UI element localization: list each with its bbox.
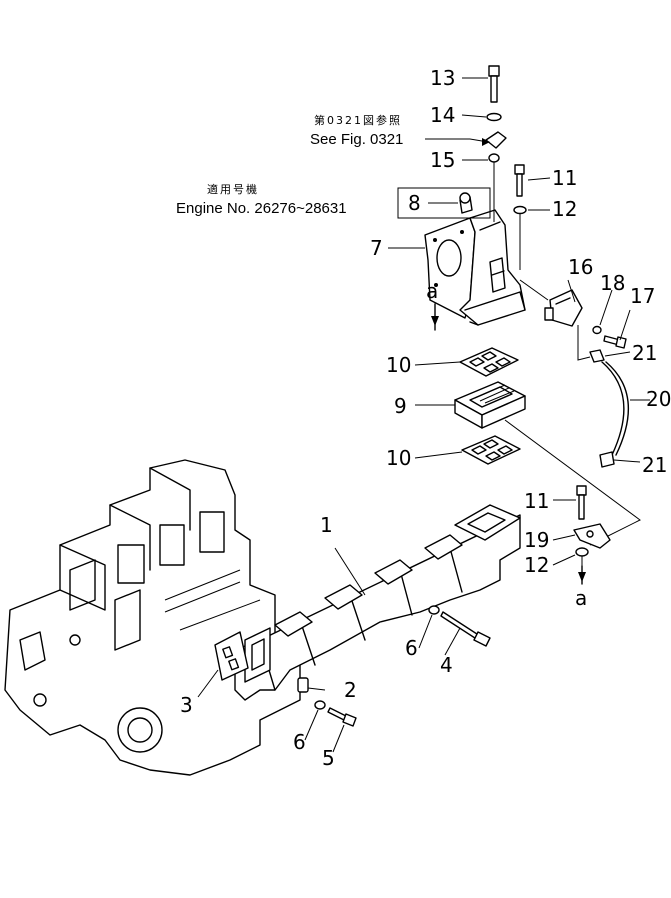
applicable-engine-note: 適用号機 Engine No. 26276~28631: [176, 182, 347, 217]
reference-note-jp: 第0321図参照: [314, 113, 402, 127]
applicable-note-jp: 適用号機: [207, 182, 259, 196]
callout-17: 17: [630, 284, 655, 308]
upper-bolt-set: [485, 65, 507, 222]
flow-arrow-a-bottom: [578, 565, 586, 585]
callout-21-bottom: 21: [642, 453, 667, 477]
gasket-upper: [459, 347, 519, 377]
callout-10-top: 10: [386, 353, 411, 377]
callout-18: 18: [600, 271, 625, 295]
reference-note-en: See Fig. 0321: [310, 131, 403, 148]
lower-bracket-set: [573, 485, 611, 570]
manifold-end-gasket: [214, 631, 249, 681]
callout-16: 16: [568, 255, 593, 279]
callout-10-bottom: 10: [386, 446, 411, 470]
callout-3: 3: [180, 693, 193, 717]
callout-1: 1: [320, 513, 333, 537]
leader-lines: [197, 77, 650, 753]
callout-9: 9: [394, 394, 407, 418]
assembly-line-a: [504, 419, 641, 546]
callout-11-bottom: 11: [524, 489, 549, 513]
spacer-block: [454, 381, 526, 429]
callout-19: 19: [524, 528, 549, 552]
callout-a-top: a: [426, 279, 438, 303]
callout-21-top: 21: [632, 341, 657, 365]
callout-2: 2: [344, 678, 357, 702]
callout-7: 7: [370, 236, 383, 260]
flow-arrow-a-top: [431, 303, 439, 331]
callout-12-bottom: 12: [524, 553, 549, 577]
exhaust-manifold: [234, 504, 521, 701]
callout-4: 4: [440, 653, 453, 677]
callout-14: 14: [430, 103, 455, 127]
callout-20: 20: [646, 387, 671, 411]
callout-6-left: 6: [293, 730, 306, 754]
upper-right-bolt: [513, 164, 527, 270]
callout-11-top: 11: [552, 166, 577, 190]
callout-8: 8: [408, 191, 421, 215]
plug-fitting: [459, 192, 473, 214]
applicable-note-en: Engine No. 26276~28631: [176, 200, 347, 217]
manifold-hardware: [297, 605, 491, 727]
engine-block-outline: [4, 459, 301, 776]
reference-note: 第0321図参照 See Fig. 0321: [310, 113, 403, 148]
callout-6-right: 6: [405, 636, 418, 660]
callout-15: 15: [430, 148, 455, 172]
drain-pipe: [577, 325, 630, 468]
callout-numbers: 13 14 15 11 12 8 7 a 16 18 17 21 20 21 1…: [180, 66, 671, 770]
callout-12-top: 12: [552, 197, 577, 221]
callout-5: 5: [322, 746, 335, 770]
callout-13: 13: [430, 66, 455, 90]
callout-a-bottom: a: [575, 586, 587, 610]
turbo-adapter-elbow: [424, 209, 526, 326]
gasket-lower: [461, 435, 521, 465]
